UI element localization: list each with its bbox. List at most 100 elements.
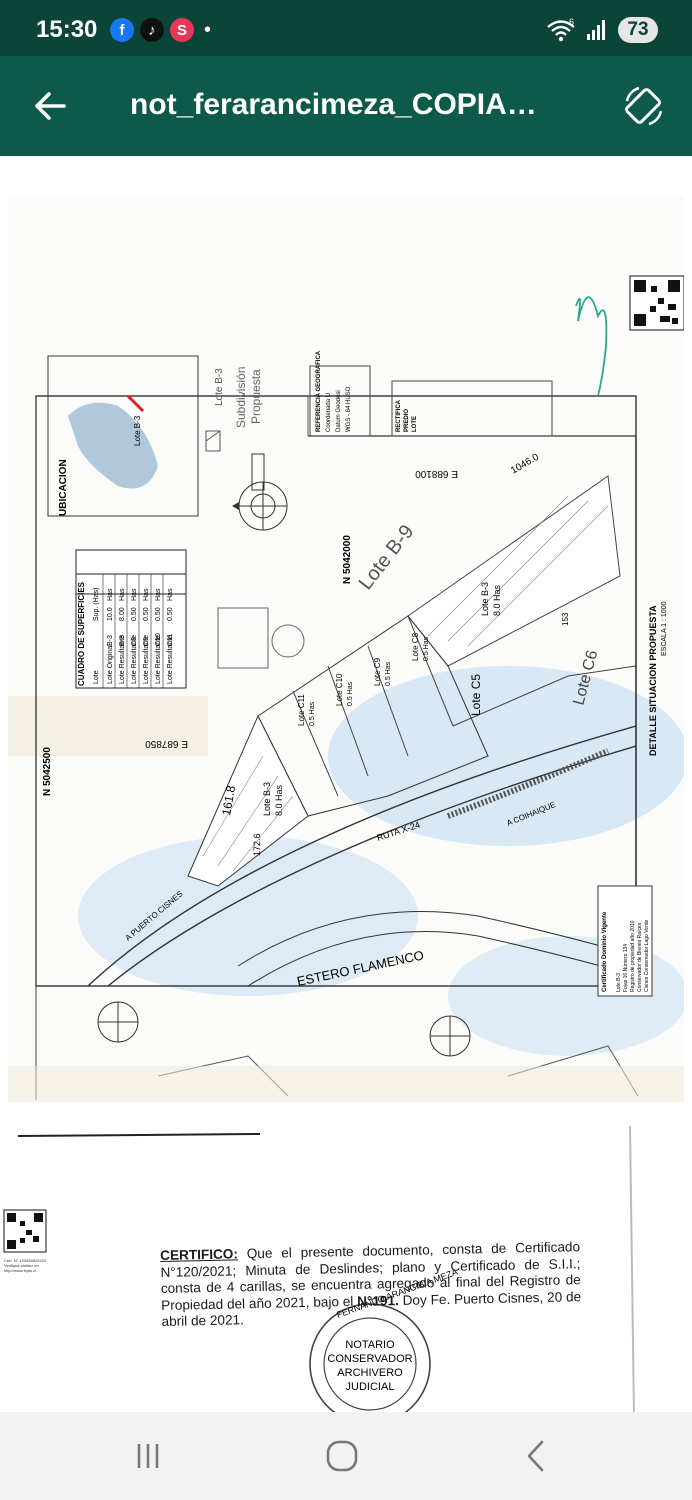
cuadro-cell: Lote Resultante	[155, 635, 162, 684]
nav-back-button[interactable]	[506, 1434, 566, 1478]
cuadro-cell: Lote Original	[107, 644, 114, 684]
lote-header-label: LOTE	[412, 416, 418, 432]
dim-153: 153	[561, 612, 570, 626]
seal-line-3: ARCHIVERO	[337, 1367, 403, 1379]
cert-dominio-line-2: Fojas 16 Número 134	[623, 944, 629, 992]
recents-icon	[137, 1444, 159, 1468]
cuadro-cell: Has	[131, 588, 138, 601]
predio-label: PREDIO	[404, 409, 410, 432]
cuadro-header-sup: Sup. (Has)	[93, 588, 100, 621]
cuadro-cell: Lote Resultante	[167, 635, 174, 684]
lote-c9-label: Lote C9	[373, 657, 382, 686]
tiktok-icon: ♪	[140, 18, 164, 42]
home-button[interactable]	[312, 1434, 372, 1478]
cuadro-cell: Lote Resultante	[143, 635, 150, 684]
document-viewer[interactable]: UBICACION Lote B-3 Lote B-3 Subdivisión …	[0, 156, 692, 1412]
lote-c8-label: Lote C8	[411, 632, 420, 661]
cert-dominio-line-4: Conservador de Bienes Raíces	[637, 922, 643, 992]
lote-b3-main-area: 8.0 Has	[492, 584, 502, 616]
cuadro-de-superficies: CUADRO DE SUPERFICIES Lote Sup. (Has) Lo…	[75, 549, 187, 689]
certificate-page-drawing: NOTARIO CONSERVADOR ARCHIVERO JUDICIAL F…	[3, 1125, 635, 1412]
arrow-left-icon	[35, 92, 66, 120]
s-app-icon: S	[170, 18, 194, 42]
cuadro-cell: Lote Resultante	[131, 635, 138, 684]
lote-b3-lower-area: 8.0 Has	[274, 784, 284, 816]
document-title: not_ferarancimeza_COPIA…	[130, 88, 537, 121]
more-notifications-dot: •	[204, 18, 212, 41]
lote-c10-area: 0.5 Has	[347, 681, 354, 706]
escala-label: ESCALA 1 : 1000	[661, 601, 668, 656]
cuadro-cell: C8	[131, 637, 138, 646]
signal-icon	[587, 20, 605, 40]
cuadro-cell: 0.50	[155, 607, 162, 621]
coord-e-688100: E 688100	[415, 468, 458, 479]
status-time: 15:30	[36, 16, 98, 43]
cuadro-cell: Has	[143, 588, 150, 601]
lote-c11-label: Lote C11	[297, 694, 306, 726]
cuadro-cell: C9	[143, 637, 150, 646]
recents-button[interactable]	[118, 1434, 178, 1478]
ubicacion-label: UBICACION	[58, 459, 69, 516]
home-icon	[326, 1440, 358, 1472]
wifi-badge: 6	[569, 18, 574, 27]
cuadro-cell: Has	[119, 588, 126, 601]
battery-indicator: 73	[618, 17, 658, 43]
qr-code-bottom	[3, 1209, 47, 1253]
qr-caption: Cert. N° 123456822929 Verifique validez …	[4, 1258, 47, 1273]
lote-c8-area: 0.5 Has	[423, 636, 430, 661]
ubicacion-lote-label: Lote B-3	[133, 415, 142, 446]
lote-b9-label: Lote B-9	[355, 521, 419, 594]
wgs-label: WGS - 84 HUSO	[346, 386, 352, 432]
cuadro-cell: 10.0	[107, 607, 114, 621]
lote-b3-main-label: Lote B-3	[480, 582, 490, 616]
cuadro-cell: 0.50	[167, 607, 174, 621]
certificado-dominio-box: Certificado Dominio Vigente Lote B-3 Foj…	[597, 885, 653, 997]
lote-c10-label: Lote C10	[335, 673, 344, 706]
facebook-icon: f	[110, 18, 134, 42]
cuadro-cell: 0.50	[143, 607, 150, 621]
survey-plan-drawing: UBICACION Lote B-3 Lote B-3 Subdivisión …	[8, 275, 688, 1102]
seal-line-4: JUDICIAL	[346, 1381, 395, 1393]
lote-c5-label: Lote C5	[469, 674, 483, 716]
cuadro-cell: B-3	[119, 635, 126, 646]
legend-subdivision: Subdivisión	[234, 367, 248, 428]
screen-rotate-icon	[625, 86, 663, 126]
cert-dominio-title: Certificado Dominio Vigente	[602, 911, 608, 992]
coord-n-5042000: N 5042000	[342, 535, 353, 584]
cuadro-title: CUADRO DE SUPERFICIES	[77, 581, 86, 686]
coord-e-687850: E 687850	[145, 738, 188, 749]
small-stamp	[217, 607, 269, 669]
cuadro-cell: C10	[155, 633, 162, 646]
status-right: 6 73	[546, 17, 658, 43]
rectifica-label: RECTIFICA	[396, 399, 402, 432]
back-chevron-icon	[527, 1440, 544, 1472]
certificate-lead: CERTIFICO:	[160, 1246, 239, 1263]
lote-c9-area: 0.5 Has	[385, 661, 392, 686]
lote-c11-area: 0.5 Has	[309, 701, 316, 726]
cuadro-cell: 0.50	[131, 607, 138, 621]
status-bar: 15:30 f ♪ S • 6 73	[0, 0, 692, 56]
cuadro-cell: Lote Resultante	[119, 635, 126, 684]
wifi-icon: 6	[547, 18, 575, 42]
seal-line-2: CONSERVADOR	[327, 1353, 412, 1365]
coord-n-5042500: N 5042500	[42, 747, 53, 796]
detalle-label: DETALLE SITUACION PROPUESTA	[648, 605, 658, 756]
cert-dominio-line-5: Cisnes Conservador Lago Verde	[644, 920, 650, 992]
rotate-screen-button[interactable]	[618, 80, 670, 132]
dim-1618: 161.8	[219, 784, 238, 816]
cuadro-cell: 8.00	[119, 607, 126, 621]
small-round-stamp	[271, 624, 305, 658]
system-nav-bar	[0, 1412, 692, 1500]
lote-b3-lower-label: Lote B-3	[262, 782, 272, 816]
cuadro-cell: Has	[107, 588, 114, 601]
coordenada-label: Coordenada U	[326, 393, 332, 432]
cuadro-cell: Has	[155, 588, 162, 601]
cert-dominio-line-3: Registro de propiedad año 2010	[630, 920, 636, 992]
legend-propuesta: Propuesta	[249, 369, 263, 424]
legend-lote-b3: Lote B-3	[214, 368, 225, 406]
north-arrow-top	[232, 481, 288, 531]
lower-plan-fragments	[8, 1001, 684, 1102]
back-button[interactable]	[26, 82, 74, 130]
cuadro-cell: Has	[167, 588, 174, 601]
app-bar: not_ferarancimeza_COPIA…	[0, 56, 692, 156]
